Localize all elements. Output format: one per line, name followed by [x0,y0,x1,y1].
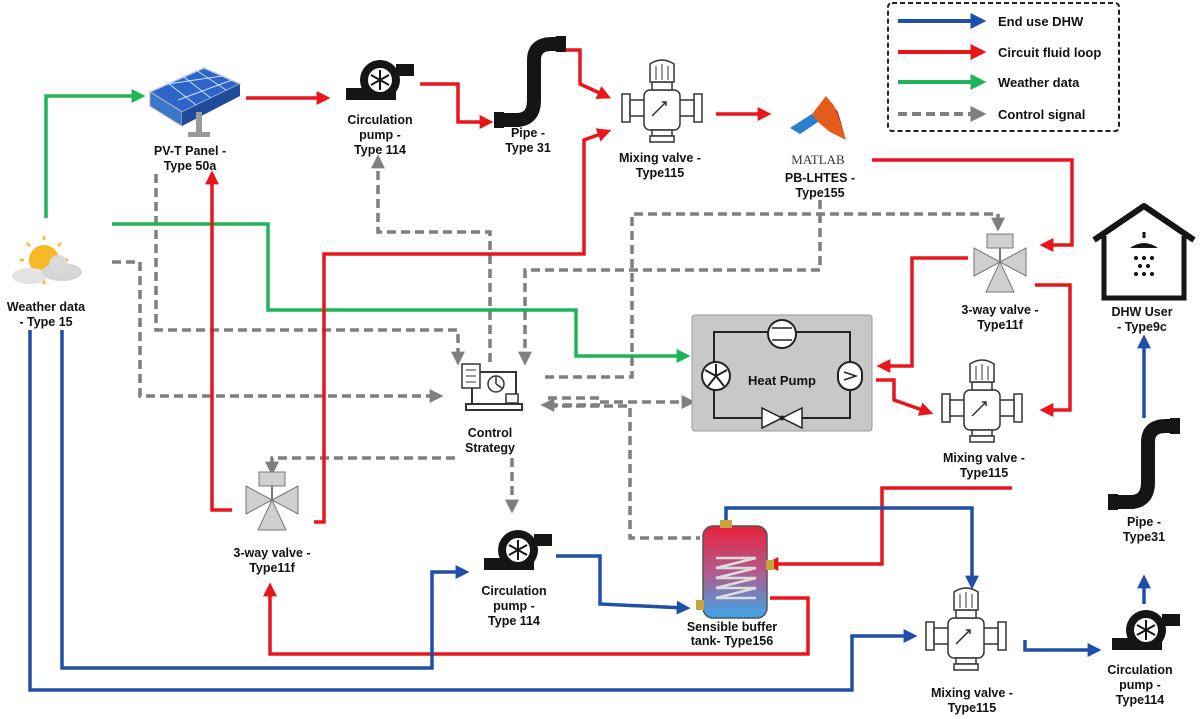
three-way-left-label-1: 3-way valve - [233,546,310,560]
weather-data-lines [44,89,691,363]
matlab-logo-icon: MATLAB [790,96,846,167]
mixing-valve-top-label-2: Type115 [636,166,684,180]
legend-label-weather: Weather data [998,75,1080,90]
pvt-panel-icon [148,67,242,137]
heat-pump-label: Heat Pump [748,373,816,388]
circ-pump-top-label-2: pump - [359,128,401,142]
circ-pump-right-label-2: pump - [1119,678,1161,692]
legend-label-control: Control signal [998,107,1085,122]
mixing-valve-right-label-1: Mixing valve - [943,451,1025,465]
circ-pump-top-label-1: Circulation [347,113,412,127]
mixing-valve-bottom-label-1: Mixing valve - [931,686,1013,700]
pipe-top-icon [494,36,566,128]
legend-box [887,2,1120,132]
circ-pump-right-label-3: Type114 [1116,693,1164,707]
weather-label-1: Weather data [7,300,86,314]
buffer-tank-label-2: tank- Type156 [691,634,773,648]
heat-pump-block [691,314,873,432]
weather-label-2: - Type 15 [19,315,72,329]
pvt-label-1: PV-T Panel - [154,144,226,158]
mixing-valve-top-icon [621,59,703,143]
mixing-valve-right-icon [941,359,1023,443]
dhw-lines [28,330,1151,692]
circ-pump-mid-label-2: pump - [493,599,535,613]
control-strategy-label-1: Control [468,426,512,440]
circ-pump-mid-label-1: Circulation [481,584,546,598]
circ-pump-mid-label-3: Type 114 [488,614,540,628]
pipe-top-label-1: Pipe - [511,126,545,140]
three-way-right-label-2: Type11f [977,318,1023,332]
dhw-user-label-2: - Type9c [1117,320,1167,334]
pb-lhtes-label-2: Type155 [795,186,844,200]
legend: End use DHW Circuit fluid loop Weather d… [887,2,1120,132]
dhw-user-label-1: DHW User [1111,305,1172,319]
three-way-valve-left-icon [245,471,299,531]
circ-pump-right-label-1: Circulation [1107,663,1172,677]
pb-lhtes-label-1: PB-LHTES - [785,171,855,185]
mixing-valve-bottom-icon [925,587,1007,671]
svg-text:MATLAB: MATLAB [791,152,845,167]
control-strategy-label-2: Strategy [465,441,515,455]
pipe-right-label-1: Pipe - [1127,515,1161,529]
three-way-left-label-2: Type11f [249,561,295,575]
pipe-right-label-2: Type31 [1123,530,1165,544]
pipe-right-icon [1108,418,1180,510]
pipe-top-label-2: Type 31 [505,141,551,155]
control-signal-lines [112,154,1005,540]
mixing-valve-right-label-2: Type115 [960,466,1008,480]
circulation-pump-right-icon [1111,609,1181,651]
circ-pump-top-label-3: Type 114 [354,143,406,157]
legend-label-circuit: Circuit fluid loop [998,45,1101,60]
circulation-pump-mid-icon [483,529,553,571]
control-strategy-icon [461,363,523,411]
pvt-label-2: Type 50a [164,159,218,173]
buffer-tank-icon [696,520,774,619]
weather-sun-cloud-icon [12,236,82,284]
house-shower-icon [1092,203,1196,301]
three-way-right-label-1: 3-way valve - [961,303,1038,317]
mixing-valve-bottom-label-2: Type115 [948,701,996,715]
legend-label-dhw: End use DHW [998,14,1084,29]
circulation-pump-top-icon [345,59,415,101]
buffer-tank-label-1: Sensible buffer [687,620,777,634]
three-way-valve-right-icon [973,233,1027,293]
mixing-valve-top-label-1: Mixing valve - [619,151,701,165]
circuit-fluid-lines [205,48,1074,656]
